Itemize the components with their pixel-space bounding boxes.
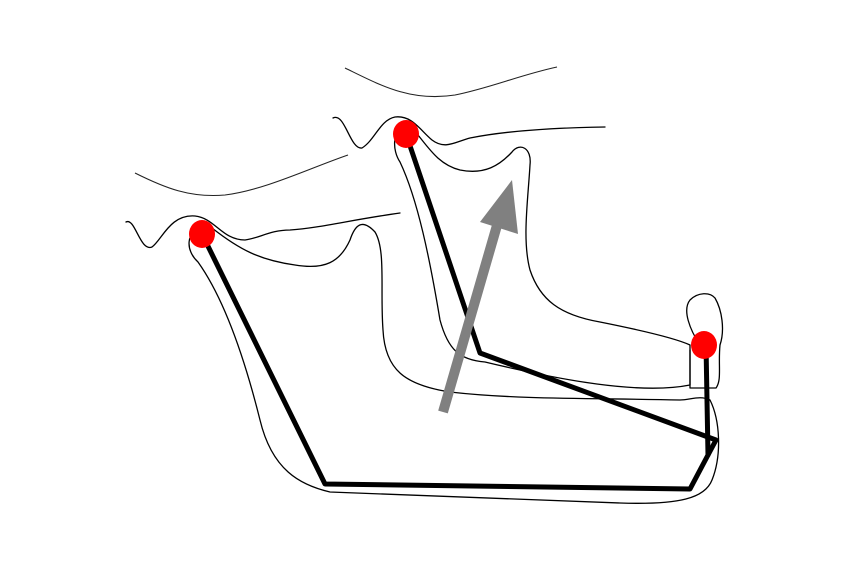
- incisor-outline: [686, 293, 724, 389]
- reference-line-displaced: [403, 131, 719, 458]
- skull-base-curve-lower: [134, 154, 349, 197]
- landmark-chin-point: [691, 331, 717, 359]
- skull-base-curve-upper: [344, 66, 558, 98]
- fossa-curve-displaced: [332, 116, 606, 149]
- reference-line-initial: [199, 231, 711, 492]
- landmark-condyle-displaced: [393, 120, 419, 148]
- mandible-outline-displaced: [394, 125, 691, 389]
- fossa-curve-initial: [125, 212, 401, 248]
- displacement-arrow-head: [480, 180, 518, 234]
- displacement-arrow-shaft: [438, 213, 505, 414]
- landmark-condyle-initial: [189, 220, 215, 248]
